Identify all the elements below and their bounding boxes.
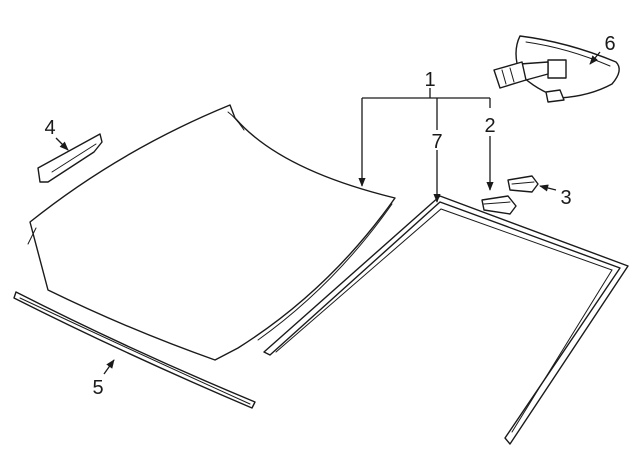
callout-2: 2 xyxy=(484,115,495,137)
rear-view-mirror xyxy=(493,35,620,103)
callout-3: 3 xyxy=(560,187,571,209)
callout-5: 5 xyxy=(92,377,103,399)
weatherstrip-seal xyxy=(263,195,629,445)
callout-4: 4 xyxy=(44,117,55,139)
callout-6: 6 xyxy=(604,33,615,55)
callout-1: 1 xyxy=(424,69,435,91)
windshield-glass xyxy=(27,104,396,361)
side-molding xyxy=(37,133,103,183)
small-part-2 xyxy=(481,195,517,215)
leader-lines xyxy=(55,51,601,375)
callout-7: 7 xyxy=(431,131,442,153)
small-part-3 xyxy=(507,175,539,193)
lower-molding-strip xyxy=(13,291,256,409)
